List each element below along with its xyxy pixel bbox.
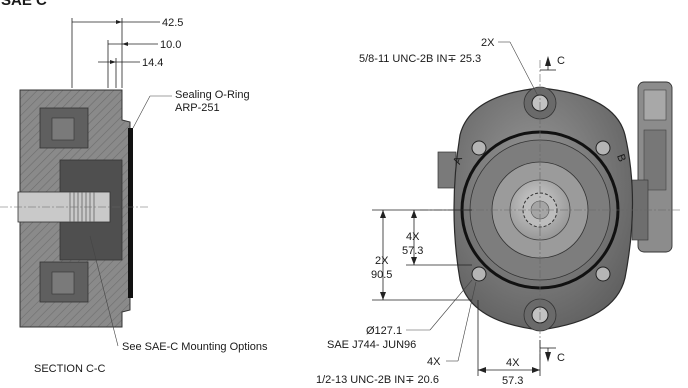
mount-options-note: See SAE-C Mounting Options [122, 341, 268, 353]
section-mark-bottom: C [557, 352, 565, 364]
bolt-qty: 4X [427, 356, 441, 368]
section-mark-top: C [557, 55, 565, 67]
sealing-o-ring [128, 128, 133, 298]
bolt-thread: 1/2-13 UNC-2B IN∓ 20.6 [316, 374, 439, 386]
top-qty: 2X [481, 37, 495, 49]
dim-4x-qty: 4X [406, 231, 420, 243]
dim-14-4: 14.4 [142, 57, 163, 69]
pilot-standard: SAE J744- JUN96 [327, 339, 416, 351]
horiz-val: 57.3 [502, 375, 523, 387]
bolt-holes [471, 140, 611, 282]
dim-42-5: 42.5 [162, 17, 183, 29]
dim-10-0: 10.0 [160, 39, 181, 51]
horiz-qty: 4X [506, 357, 520, 369]
port-b-label: B [614, 153, 628, 164]
top-thread: 5/8-11 UNC-2B IN∓ 25.3 [359, 53, 481, 65]
front-view: A B C C 2X 5/8-11 UNC-2B IN∓ 25.3 4X 57.… [316, 37, 680, 387]
section-label: SECTION C-C [34, 363, 106, 375]
dim-4x-val: 57.3 [402, 245, 423, 257]
pilot-diameter: Ø127.1 [366, 325, 402, 337]
dim-2x-qty: 2X [375, 255, 389, 267]
oring-label-line1: Sealing O-Ring [175, 89, 250, 101]
port-a-label: A [451, 154, 465, 166]
section-view: 42.5 10.0 14.4 Sealing O-Ring ARP-251 Se… [0, 17, 268, 375]
oring-label-line2: ARP-251 [175, 102, 220, 114]
drawing-title: SAE C [1, 0, 47, 9]
dim-2x-val: 90.5 [371, 269, 392, 281]
